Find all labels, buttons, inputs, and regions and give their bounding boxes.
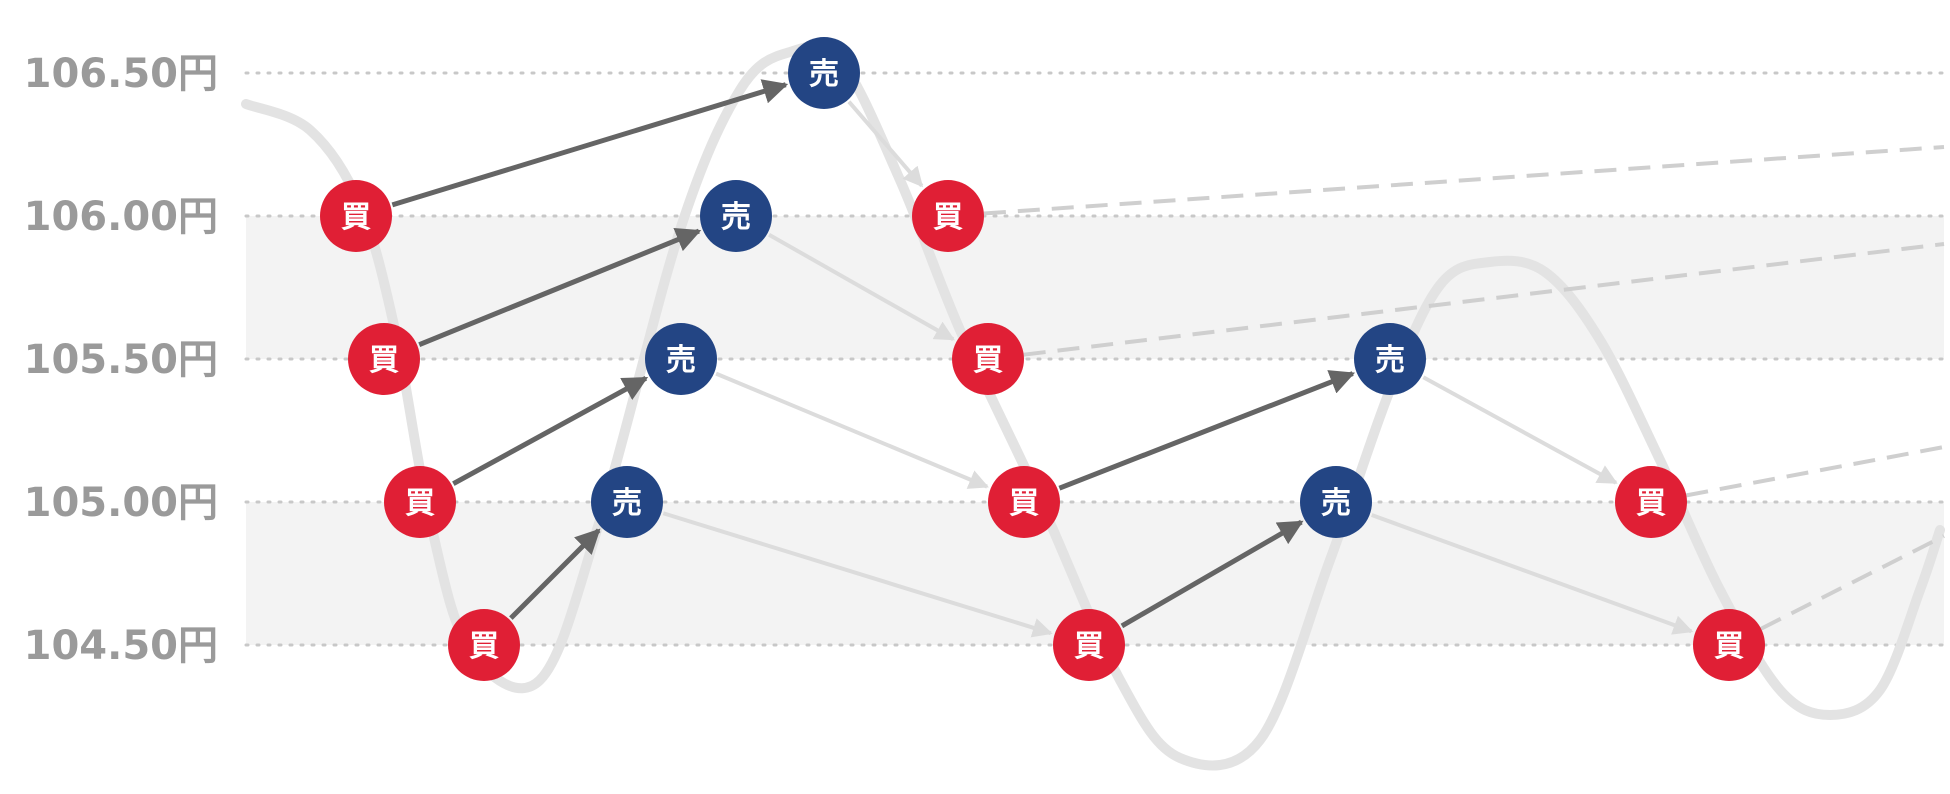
buy-order-b1: 買 (320, 180, 392, 252)
order-marker-circle (1053, 609, 1125, 681)
buy-order-b8: 買 (1053, 609, 1125, 681)
arrow-b8-to-s6 (1120, 519, 1304, 629)
order-marker-circle (788, 37, 860, 109)
sell-order-s2: 売 (700, 180, 772, 252)
pending-line-b5 (983, 145, 1945, 216)
order-marker-circle (952, 323, 1024, 395)
buy-order-b5: 買 (912, 180, 984, 252)
order-marker-label: 買 (1636, 486, 1666, 521)
order-marker-label: 売 (721, 200, 751, 235)
buy-order-b9: 買 (1615, 466, 1687, 538)
buy-order-b2: 買 (348, 323, 420, 395)
arrow-s2-to-b6 (768, 233, 955, 341)
order-marker-label: 売 (666, 343, 696, 378)
order-marker-circle (1693, 609, 1765, 681)
order-marker-circle (591, 466, 663, 538)
arrow-s5-to-b9 (1422, 375, 1618, 485)
order-arrows (391, 79, 1694, 638)
order-marker-label: 買 (933, 200, 963, 235)
order-marker-circle (320, 180, 392, 252)
arrow-s6-to-b10 (1371, 513, 1694, 635)
order-marker-label: 買 (973, 343, 1003, 378)
arrow-b4-to-s4 (509, 528, 601, 620)
order-marker-label: 売 (612, 486, 642, 521)
buy-order-b6: 買 (952, 323, 1024, 395)
pending-line-b10 (1760, 534, 1945, 631)
sell-order-s5: 売 (1354, 323, 1426, 395)
price-axis-labels: 106.50円 106.00円 105.50円 105.00円 104.50円 (24, 51, 218, 669)
arrow-b2-to-s2 (418, 227, 702, 348)
order-marker-label: 買 (1074, 629, 1104, 664)
order-marker-circle (384, 466, 456, 538)
buy-order-b7: 買 (988, 466, 1060, 538)
price-label-105-50: 105.50円 (24, 337, 218, 383)
order-marker-label: 買 (341, 200, 371, 235)
arrow-s3-to-b7 (715, 371, 989, 489)
sell-order-s6: 売 (1300, 466, 1372, 538)
arrow-b1-to-s1 (391, 79, 789, 208)
order-marker-label: 買 (469, 629, 499, 664)
price-label-106-50: 106.50円 (24, 51, 218, 97)
buy-order-b10: 買 (1693, 609, 1765, 681)
order-marker-label: 売 (1375, 343, 1405, 378)
order-marker-circle (1615, 466, 1687, 538)
order-marker-circle (700, 180, 772, 252)
order-marker-label: 買 (1009, 486, 1039, 521)
arrow-b7-to-s5 (1058, 370, 1356, 491)
order-marker-circle (645, 323, 717, 395)
pending-line-b9 (1686, 445, 1945, 498)
price-bands (246, 216, 1944, 645)
order-marker-label: 売 (809, 57, 839, 92)
order-marker-circle (348, 323, 420, 395)
order-marker-label: 買 (369, 343, 399, 378)
sell-order-s1: 売 (788, 37, 860, 109)
order-marker-circle (988, 466, 1060, 538)
order-markers: 買買買買売売売売買買買買売売買買 (320, 37, 1765, 681)
arrow-s1-to-b5 (847, 100, 924, 188)
buy-order-b4: 買 (448, 609, 520, 681)
order-marker-circle (912, 180, 984, 252)
pending-order-lines (983, 145, 1945, 631)
sell-order-s3: 売 (645, 323, 717, 395)
sell-order-s4: 売 (591, 466, 663, 538)
pending-line-b6 (1023, 242, 1945, 357)
order-marker-circle (1354, 323, 1426, 395)
order-marker-circle (448, 609, 520, 681)
price-band-0 (246, 216, 1944, 359)
arrow-s4-to-b8 (662, 511, 1053, 638)
order-marker-circle (1300, 466, 1372, 538)
price-label-106-00: 106.00円 (24, 194, 218, 240)
order-marker-label: 買 (1714, 629, 1744, 664)
order-marker-label: 買 (405, 486, 435, 521)
buy-order-b3: 買 (384, 466, 456, 538)
arrow-b3-to-s3 (452, 376, 649, 486)
order-marker-label: 売 (1321, 486, 1351, 521)
price-label-105-00: 105.00円 (24, 480, 218, 526)
price-label-104-50: 104.50円 (24, 623, 218, 669)
